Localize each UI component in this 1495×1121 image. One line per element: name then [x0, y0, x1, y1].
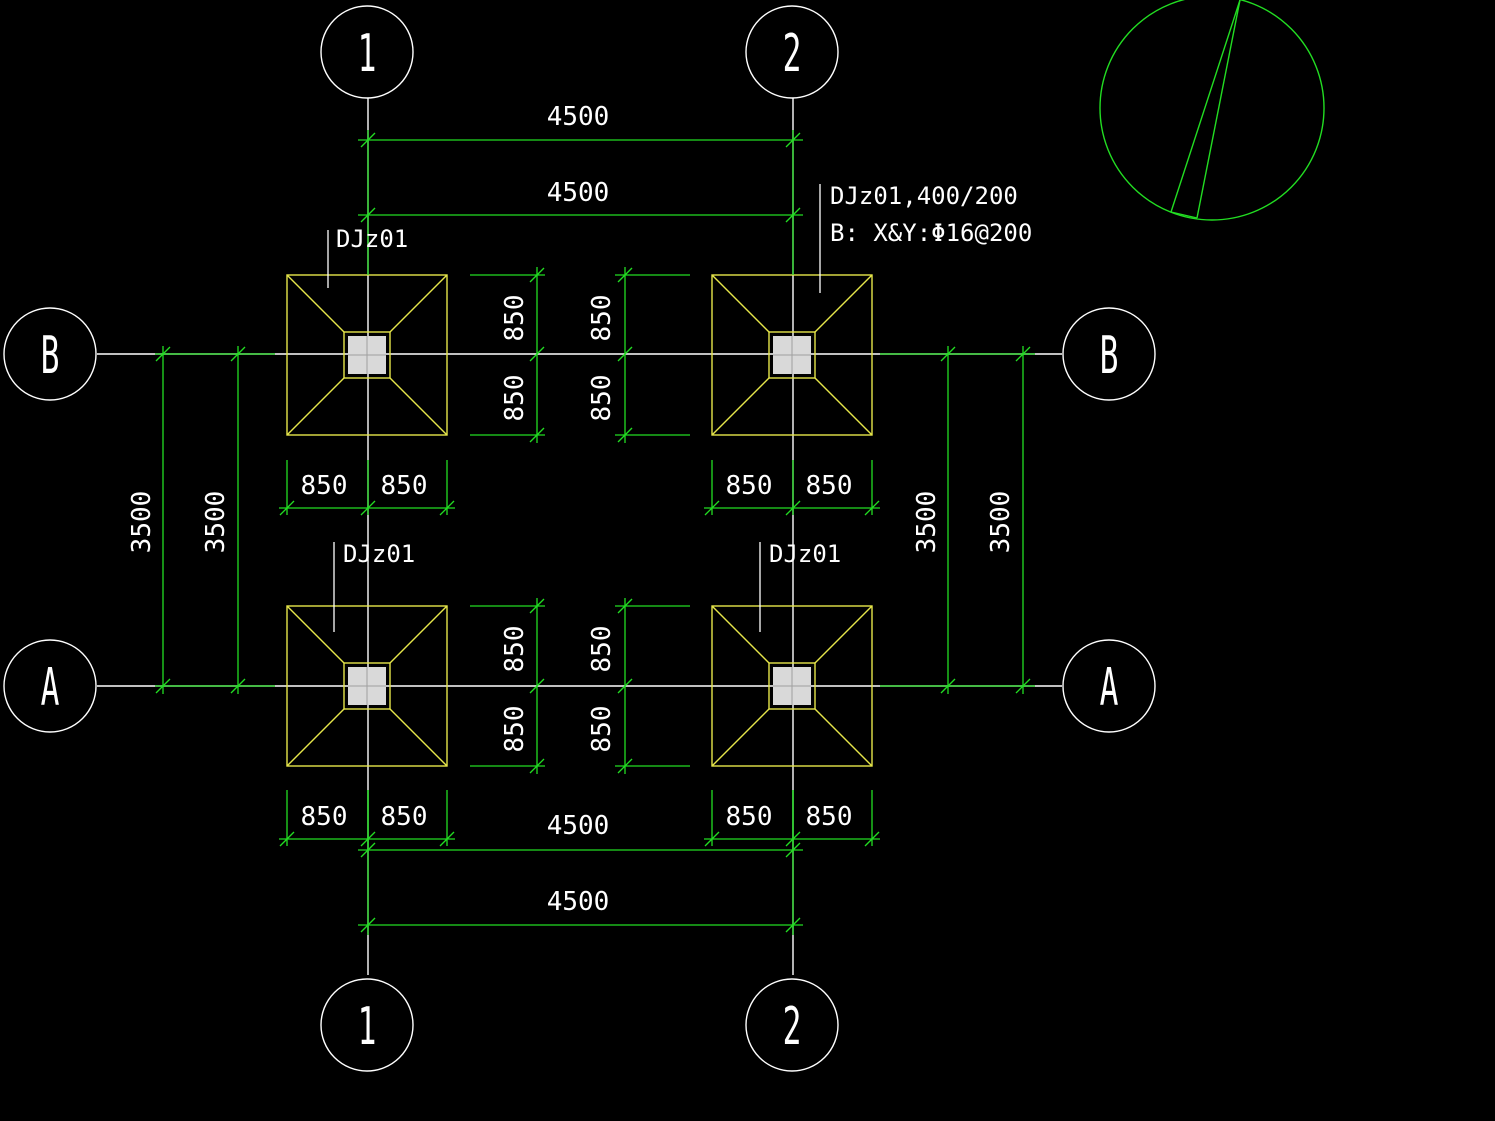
dim-label-850: 850	[587, 375, 617, 422]
footing-height-dims-row-b: 850 850 850 850	[470, 267, 690, 443]
footings	[286, 274, 873, 767]
grid-bubble-2-top: 2	[745, 5, 839, 99]
north-arrow-icon	[1099, 0, 1325, 221]
dim-label-left-inner: 3500	[201, 491, 231, 554]
footing-label-b1: DJz01	[336, 225, 408, 253]
dimension-left: 3500 3500	[127, 346, 275, 694]
dim-label-850: 850	[806, 471, 853, 501]
footing-b2	[711, 274, 873, 436]
grid-bubbles: 1 2 1 2 B B A A	[3, 5, 1156, 1072]
grid-bubble-label: B	[41, 326, 60, 387]
footing-a1	[286, 605, 448, 767]
dim-label-850: 850	[500, 706, 530, 753]
grid-bubble-label: 1	[358, 24, 377, 85]
grid-bubble-b-right: B	[1062, 307, 1156, 401]
footing-b1	[286, 274, 448, 436]
footing-a2	[711, 605, 873, 767]
grid-bubble-b-left: B	[3, 307, 97, 401]
footing-label-b2: DJz01,400/200	[830, 182, 1018, 210]
dim-label-bottom-outer: 4500	[547, 887, 610, 917]
dim-label-850: 850	[500, 295, 530, 342]
dim-label-850: 850	[500, 626, 530, 673]
grid-bubble-label: 1	[358, 997, 377, 1058]
grid-bubble-label: A	[1100, 658, 1119, 719]
dim-label-850: 850	[806, 802, 853, 832]
dim-label-850: 850	[587, 295, 617, 342]
dim-label-right-outer: 3500	[986, 491, 1016, 554]
footing-width-dims-row-b: 850 850 850 850	[279, 460, 880, 516]
footing-height-dims-row-a: 850 850 850 850	[470, 598, 690, 774]
dimension-right: 3500 3500	[880, 346, 1035, 694]
grid-bubble-label: 2	[783, 997, 802, 1058]
dim-label-top-inner: 4500	[547, 178, 610, 208]
grid-bubble-1-bottom: 1	[320, 978, 414, 1072]
dim-label-top-outer: 4500	[547, 102, 610, 132]
dim-label-bottom-inner: 4500	[547, 811, 610, 841]
dim-label-850: 850	[301, 471, 348, 501]
dim-label-850: 850	[301, 802, 348, 832]
grid-bubble-label: 2	[783, 24, 802, 85]
footing-labels: DJz01 DJz01,400/200 B: X&Y:Φ16@200 DJz01…	[327, 182, 1032, 632]
dim-label-850: 850	[726, 471, 773, 501]
footing-label-a1: DJz01	[343, 540, 415, 568]
dim-label-850: 850	[587, 626, 617, 673]
dim-label-850: 850	[726, 802, 773, 832]
footing-width-dims-row-a: 850 850 850 850	[279, 790, 880, 847]
grid-bubble-label: A	[41, 658, 60, 719]
dim-label-850: 850	[587, 706, 617, 753]
grid-bubble-1-top: 1	[320, 5, 414, 99]
dim-label-850: 850	[381, 471, 428, 501]
dim-label-left-outer: 3500	[127, 491, 157, 554]
footing-rebar-note-b2: B: X&Y:Φ16@200	[830, 219, 1032, 247]
footing-label-a2: DJz01	[769, 540, 841, 568]
dim-label-850: 850	[381, 802, 428, 832]
grid-bubble-2-bottom: 2	[745, 978, 839, 1072]
dimension-bottom: 4500 4500	[358, 790, 803, 935]
dim-label-850: 850	[500, 375, 530, 422]
grid-bubble-a-right: A	[1062, 639, 1156, 733]
grid-bubble-a-left: A	[3, 639, 97, 733]
grid-bubble-label: B	[1100, 326, 1119, 387]
dimension-top: 4500 4500	[358, 102, 803, 275]
dim-label-right-inner: 3500	[912, 491, 942, 554]
